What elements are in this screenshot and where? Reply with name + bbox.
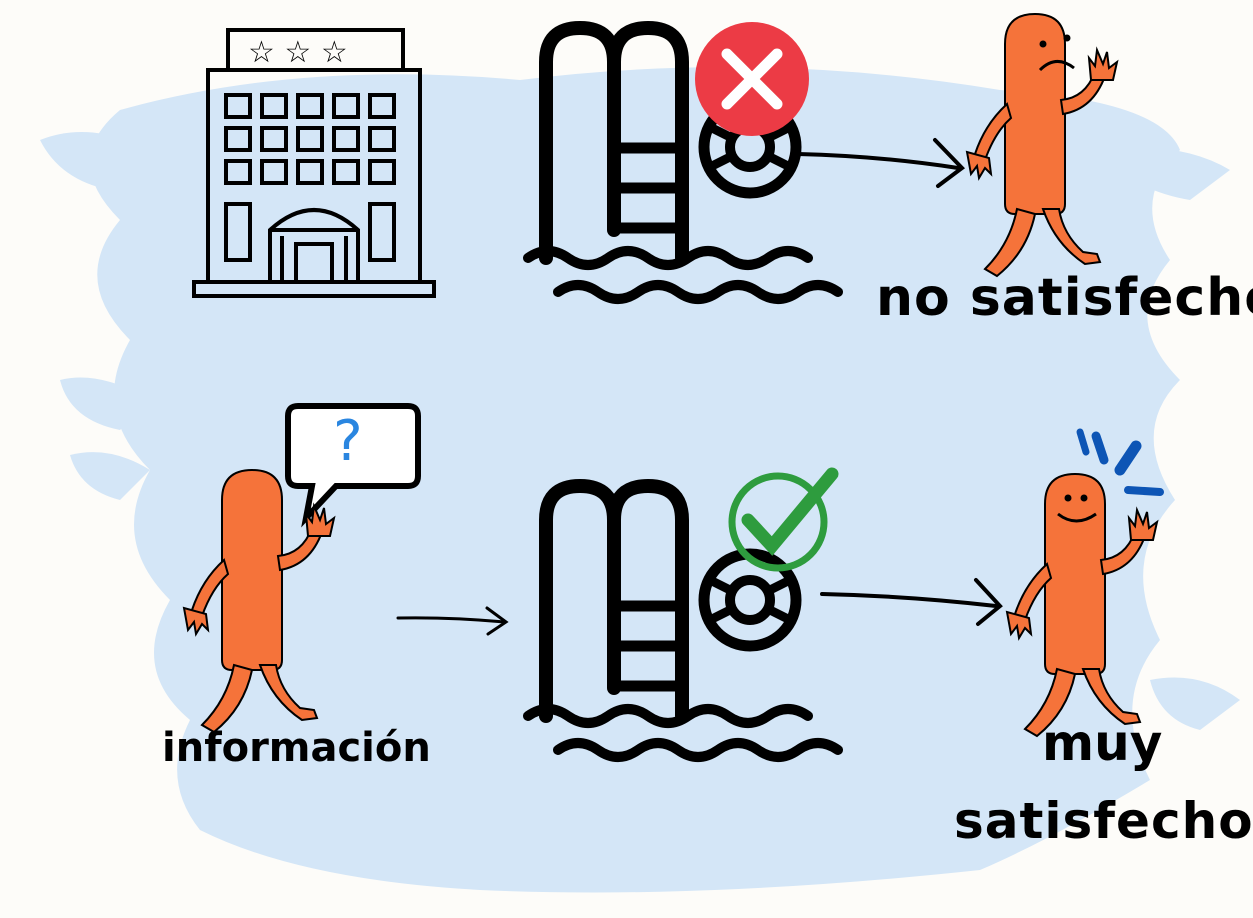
water-splash-background bbox=[40, 67, 1240, 893]
x-mark-icon bbox=[695, 22, 809, 136]
person-unsatisfied bbox=[966, 13, 1118, 277]
label-satisfecho: satisfecho bbox=[954, 792, 1253, 850]
excitement-marks-icon bbox=[1076, 428, 1164, 496]
hotel-icon: ☆ ☆ ☆ bbox=[192, 28, 436, 298]
arrow-top bbox=[796, 138, 966, 188]
arrow-bottom bbox=[820, 578, 1003, 626]
person-satisfied bbox=[1006, 473, 1158, 737]
label-muy: muy bbox=[1042, 714, 1163, 772]
speech-bubble-icon bbox=[285, 403, 421, 528]
label-informacion: información bbox=[162, 725, 431, 771]
label-no-satisfecho: no satisfecho bbox=[876, 268, 1253, 328]
svg-text:☆ ☆ ☆: ☆ ☆ ☆ bbox=[248, 35, 348, 70]
hotel-windows bbox=[224, 93, 396, 262]
question-mark-icon: ? bbox=[333, 409, 363, 474]
arrow-middle bbox=[396, 606, 509, 636]
check-mark-icon bbox=[728, 467, 839, 572]
